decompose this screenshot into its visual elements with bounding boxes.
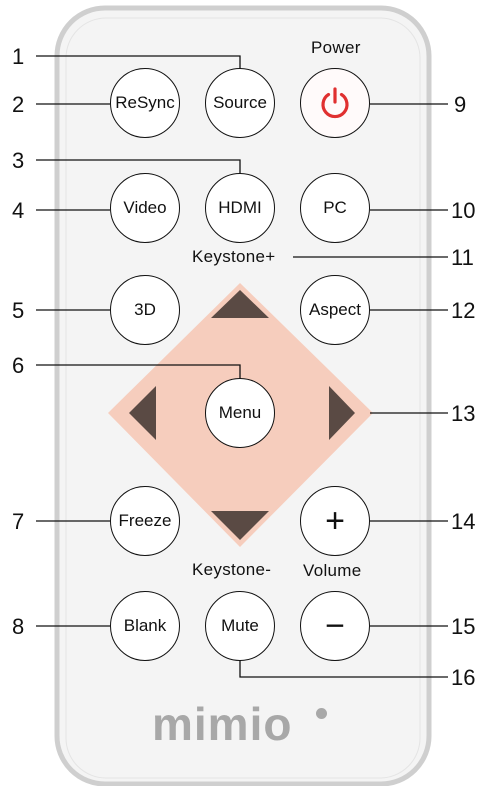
freeze-button[interactable]: Freeze — [110, 486, 180, 556]
freeze-button-label: Freeze — [118, 511, 172, 530]
leader-16 — [239, 660, 448, 678]
pc-button[interactable]: PC — [300, 173, 370, 243]
callout-2: 2 — [12, 92, 25, 117]
mimio-logo: mimio — [152, 698, 293, 750]
callout-10: 10 — [451, 198, 476, 223]
keystone-minus-caption: Keystone- — [192, 560, 272, 579]
power-icon — [321, 87, 349, 119]
triangle-left-icon — [129, 386, 156, 440]
pc-button-label: PC — [323, 198, 347, 217]
source-button[interactable]: Source — [205, 68, 275, 138]
callout-4: 4 — [12, 198, 25, 223]
aspect-button-label: Aspect — [309, 300, 361, 319]
plus-icon: + — [325, 501, 345, 540]
callout-7: 7 — [12, 509, 25, 534]
menu-button-label: Menu — [218, 403, 262, 422]
leader-lines — [36, 55, 448, 678]
volume-caption: Volume — [303, 561, 362, 580]
minus-icon: − — [325, 606, 345, 645]
leader-1 — [36, 55, 241, 68]
volume-up-button[interactable]: + — [300, 486, 370, 556]
callout-8: 8 — [12, 614, 25, 639]
logo-dot — [316, 708, 327, 719]
hdmi-button-label: HDMI — [218, 198, 262, 217]
callout-1: 1 — [12, 44, 25, 69]
callout-13: 13 — [451, 401, 476, 426]
video-button[interactable]: Video — [110, 173, 180, 243]
callout-6: 6 — [12, 353, 25, 378]
blank-button-label: Blank — [123, 616, 167, 635]
leader-3 — [36, 159, 241, 173]
triangle-up-icon — [211, 290, 269, 318]
callout-9: 9 — [454, 92, 467, 117]
source-button-label: Source — [213, 93, 267, 112]
resync-button-label: ReSync — [115, 93, 175, 112]
menu-button[interactable]: Menu — [205, 378, 275, 448]
3d-button-label: 3D — [134, 300, 156, 319]
callout-5: 5 — [12, 298, 25, 323]
power-button[interactable] — [300, 68, 370, 138]
resync-button[interactable]: ReSync — [110, 68, 180, 138]
3d-button[interactable]: 3D — [110, 275, 180, 345]
callout-15: 15 — [451, 614, 476, 639]
triangle-right-icon — [329, 386, 355, 440]
volume-down-button[interactable]: − — [300, 591, 370, 661]
callout-14: 14 — [451, 509, 476, 534]
callout-12: 12 — [451, 298, 476, 323]
mute-button[interactable]: Mute — [205, 591, 275, 661]
callout-16: 16 — [451, 665, 476, 690]
power-caption: Power — [311, 38, 361, 57]
leader-6 — [36, 364, 241, 378]
mute-button-label: Mute — [221, 616, 259, 635]
callout-3: 3 — [12, 148, 25, 173]
triangle-down-icon — [211, 511, 269, 540]
keystone-plus-caption: Keystone+ — [192, 247, 276, 266]
blank-button[interactable]: Blank — [110, 591, 180, 661]
hdmi-button[interactable]: HDMI — [205, 173, 275, 243]
video-button-label: Video — [123, 198, 167, 217]
callout-11: 11 — [451, 245, 474, 270]
aspect-button[interactable]: Aspect — [300, 275, 370, 345]
